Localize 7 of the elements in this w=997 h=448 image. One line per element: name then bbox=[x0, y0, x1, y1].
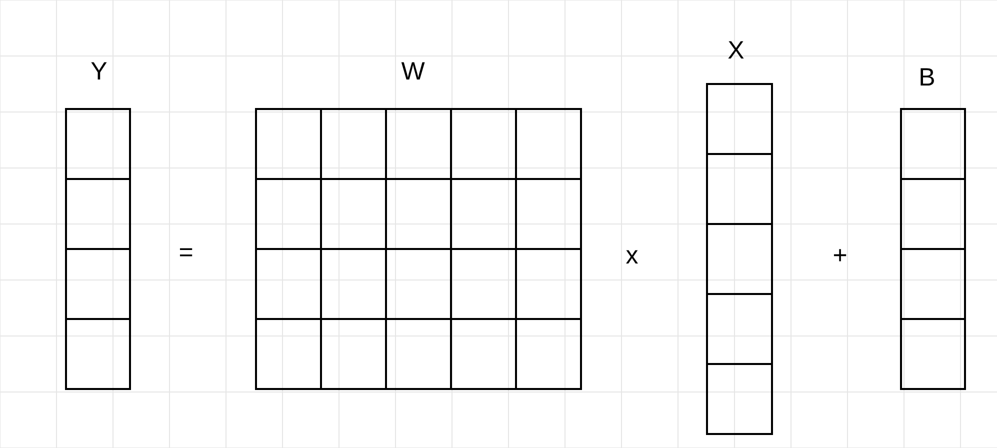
multiply-sign: x bbox=[626, 244, 638, 268]
matrix-name: Y bbox=[90, 60, 108, 84]
plus-sign: + bbox=[832, 244, 848, 268]
equals-sign: = bbox=[178, 240, 194, 266]
matrix-name: B bbox=[918, 66, 936, 90]
matrix-name: W bbox=[401, 60, 425, 84]
matrix-name: X bbox=[728, 38, 744, 64]
